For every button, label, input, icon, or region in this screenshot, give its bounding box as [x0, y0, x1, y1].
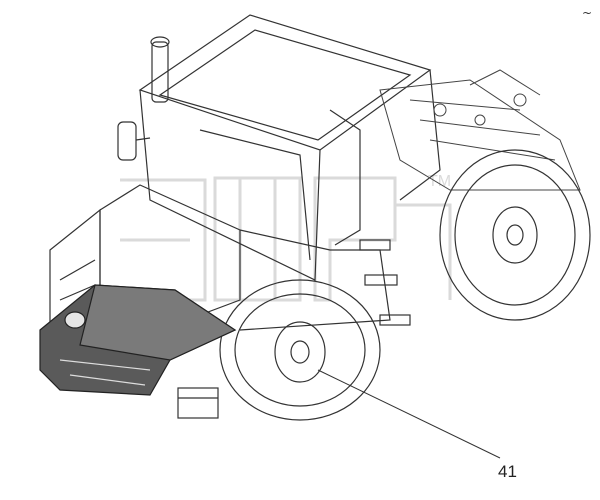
cab	[138, 14, 441, 281]
battery-box	[177, 387, 219, 419]
highlighted-part-41	[39, 284, 237, 396]
front-wheel	[219, 279, 381, 421]
callout-leader-line	[317, 369, 501, 459]
steps	[359, 239, 411, 326]
rear-wheel-right	[439, 149, 591, 321]
side-mirror	[117, 121, 151, 161]
rear-machinery	[379, 69, 581, 191]
watermark-logo: TM	[120, 173, 452, 302]
callout-number: 41	[498, 462, 517, 481]
corner-mark: ~	[582, 6, 593, 20]
svg-text:TM: TM	[428, 173, 451, 190]
exhaust-pipe	[150, 36, 170, 103]
